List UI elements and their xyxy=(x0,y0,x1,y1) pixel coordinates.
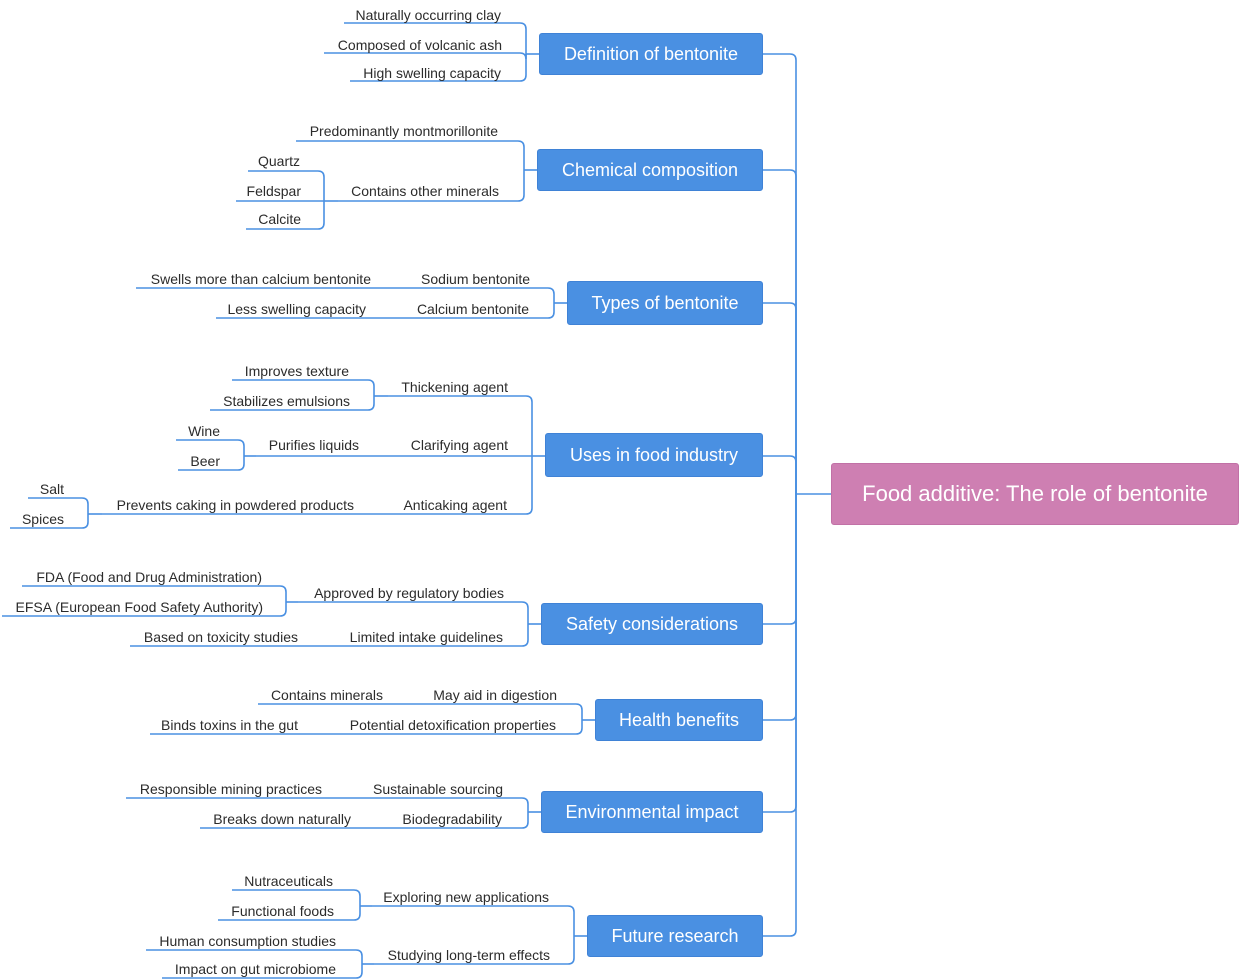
connector-branch xyxy=(372,905,575,936)
subtopic-label[interactable]: Human consumption studies xyxy=(159,933,336,949)
topic-label[interactable]: Sodium bentonite xyxy=(421,271,530,287)
trunk-branch xyxy=(763,494,797,813)
topic-label[interactable]: May aid in digestion xyxy=(433,687,557,703)
subtopic-label[interactable]: Less swelling capacity xyxy=(227,301,366,317)
topic-label[interactable]: Composed of volcanic ash xyxy=(337,37,502,53)
root-node[interactable]: Food additive: The role of bentonite xyxy=(831,463,1239,525)
connector-branch xyxy=(296,140,525,170)
connector-branch xyxy=(388,395,533,456)
connector-branch xyxy=(350,54,527,82)
topic-label[interactable]: Thickening agent xyxy=(401,379,508,395)
subtopic-label[interactable]: Swells more than calcium bentonite xyxy=(150,271,371,287)
subtopic-label[interactable]: Feldspar xyxy=(246,183,301,199)
branch-safety[interactable]: Safety considerations xyxy=(541,603,763,645)
detail-label[interactable]: Spices xyxy=(21,511,64,527)
connector-branch xyxy=(406,287,555,303)
connector-branch xyxy=(162,964,363,979)
branch-future[interactable]: Future research xyxy=(587,915,763,957)
branch-health[interactable]: Health benefits xyxy=(595,699,763,741)
branch-types[interactable]: Types of bentonite xyxy=(567,281,763,325)
topic-label[interactable]: High swelling capacity xyxy=(363,65,501,81)
topic-label[interactable]: Studying long-term effects xyxy=(387,947,550,963)
connector-branch xyxy=(248,170,325,201)
connector-branch xyxy=(218,906,361,921)
trunk-branch xyxy=(763,455,797,494)
topic-label[interactable]: Naturally occurring clay xyxy=(355,7,502,23)
detail-label[interactable]: Salt xyxy=(39,481,64,497)
subtopic-label[interactable]: Binds toxins in the gut xyxy=(161,717,298,733)
trunk-branch xyxy=(763,494,797,625)
subtopic-label[interactable]: Contains minerals xyxy=(270,687,383,703)
connector-branch xyxy=(374,936,575,965)
connector-branch xyxy=(338,170,525,202)
connector-branch xyxy=(334,624,529,647)
connector-branch xyxy=(10,514,89,529)
connector-branch xyxy=(324,52,527,60)
branch-chemical-composition[interactable]: Chemical composition xyxy=(537,149,763,191)
subtopic-label[interactable]: EFSA (European Food Safety Authority) xyxy=(15,599,263,615)
subtopic-label[interactable]: Purifies liquids xyxy=(268,437,359,453)
subtopic-label[interactable]: Nutraceuticals xyxy=(244,873,333,889)
subtopic-label[interactable]: Prevents caking in powdered products xyxy=(116,497,354,513)
connector-branch xyxy=(418,703,583,720)
topic-label[interactable]: Contains other minerals xyxy=(351,183,499,199)
topic-label[interactable]: Calcium bentonite xyxy=(416,301,529,317)
branch-uses[interactable]: Uses in food industry xyxy=(545,433,763,477)
subtopic-label[interactable]: Improves texture xyxy=(244,363,349,379)
subtopic-label[interactable]: Breaks down naturally xyxy=(213,811,351,827)
connector-branch xyxy=(28,497,89,514)
connector-branch xyxy=(390,812,529,829)
topic-label[interactable]: Anticaking agent xyxy=(403,497,507,513)
trunk-branch xyxy=(763,53,797,494)
trunk-branch xyxy=(763,302,797,494)
topic-label[interactable]: Sustainable sourcing xyxy=(373,781,503,797)
topic-label[interactable]: Predominantly montmorillonite xyxy=(309,123,498,139)
topic-label[interactable]: Clarifying agent xyxy=(410,437,508,453)
connector-branch xyxy=(176,439,245,456)
trunk-branch xyxy=(763,169,797,494)
trunk-branch xyxy=(763,494,797,937)
connector-branch xyxy=(334,720,583,735)
branch-environment[interactable]: Environmental impact xyxy=(541,791,763,833)
connector-branch xyxy=(358,797,529,812)
connector-branch xyxy=(232,889,361,906)
topic-label[interactable]: Approved by regulatory bodies xyxy=(314,585,504,601)
connector-branch xyxy=(22,585,287,602)
connector-branch xyxy=(232,379,375,396)
connector-branch xyxy=(344,22,527,54)
subtopic-label[interactable]: Based on toxicity studies xyxy=(143,629,298,645)
trunk-branch xyxy=(763,494,797,721)
detail-label[interactable]: Wine xyxy=(188,423,220,439)
connector-branch xyxy=(2,602,287,617)
connector-branch xyxy=(390,456,533,515)
topic-label[interactable]: Biodegradability xyxy=(402,811,502,827)
subtopic-label[interactable]: Stabilizes emulsions xyxy=(223,393,350,409)
connector-branch xyxy=(178,456,245,471)
connector-branch xyxy=(298,601,529,624)
connector-branch xyxy=(210,396,375,411)
connector-branch xyxy=(404,303,555,319)
subtopic-label[interactable]: Responsible mining practices xyxy=(139,781,322,797)
subtopic-label[interactable]: Impact on gut microbiome xyxy=(174,961,336,977)
connector-branch xyxy=(246,201,325,230)
topic-label[interactable]: Potential detoxification properties xyxy=(349,717,556,733)
subtopic-label[interactable]: Functional foods xyxy=(231,903,334,919)
subtopic-label[interactable]: Quartz xyxy=(257,153,300,169)
branch-definition[interactable]: Definition of bentonite xyxy=(539,33,763,75)
detail-label[interactable]: Beer xyxy=(190,453,220,469)
subtopic-label[interactable]: FDA (Food and Drug Administration) xyxy=(36,569,262,585)
topic-label[interactable]: Limited intake guidelines xyxy=(349,629,503,645)
topic-label[interactable]: Exploring new applications xyxy=(383,889,549,905)
connector-branch xyxy=(146,949,363,964)
subtopic-label[interactable]: Calcite xyxy=(258,211,301,227)
